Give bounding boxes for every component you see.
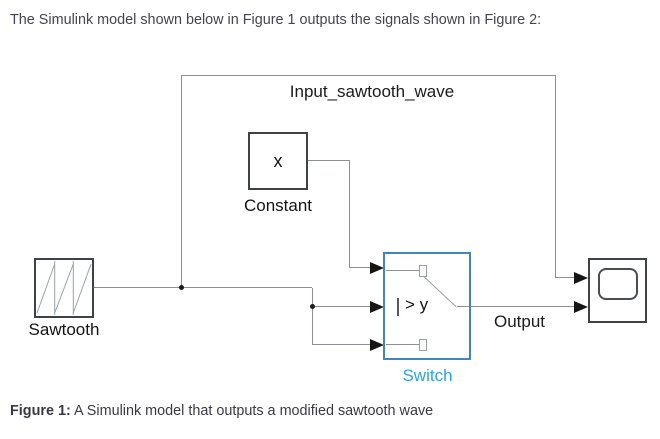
wire-junction-dot [179,285,184,290]
intro-text: The Simulink model shown below in Figure… [10,12,542,28]
figure-caption-prefix: Figure 1: [10,403,71,419]
constant-value: x [273,150,283,171]
switch-top-port-line [386,270,419,271]
switch-threshold-tick-icon [397,298,399,316]
input-port-arrow-icon [574,301,588,313]
wire-feedback-left-vertical [181,75,182,288]
wire-feedback-top-horizontal [181,75,555,76]
scope-block [588,258,647,323]
switch-criteria-text: > y [405,295,429,314]
wire-into-switch-top [349,267,371,268]
wire-constant-output [307,160,349,161]
scope-screen-icon [598,268,638,300]
input-port-arrow-icon [370,301,384,313]
constant-block-label: Constant [243,196,313,215]
switch-output-stub [457,306,469,307]
wire-constant-vertical [349,160,350,267]
wire-into-switch-middle [312,306,371,307]
figure-caption-text: A Simulink model that outputs a modified… [70,403,434,419]
input-port-arrow-icon [370,339,384,351]
input-port-arrow-icon [574,272,588,284]
switch-block-label: Switch [402,366,453,385]
switch-bottom-port-line [386,344,419,345]
sawtooth-block [34,258,94,318]
signal-label-output: Output [494,312,546,331]
constant-block: x [248,132,308,190]
wire-feedback-into-scope [555,277,575,278]
wire-into-switch-bottom [312,344,371,345]
switch-port-marker-icon [419,339,427,351]
sawtooth-block-label: Sawtooth [28,320,100,339]
wire-feedback-right-vertical [555,75,556,278]
wire-switch-output [469,306,575,307]
signal-label-input-sawtooth-wave: Input_sawtooth_wave [289,82,455,101]
wire-sawtooth-output [94,287,312,288]
sawtooth-wave-icon [36,261,92,315]
wire-junction-dot [310,304,315,309]
wire-branch-down-1 [312,288,313,307]
switch-port-marker-icon [419,265,427,277]
wire-branch-down-2 [312,307,313,345]
input-port-arrow-icon [370,262,384,274]
figure-caption: Figure 1: A Simulink model that outputs … [10,403,650,419]
